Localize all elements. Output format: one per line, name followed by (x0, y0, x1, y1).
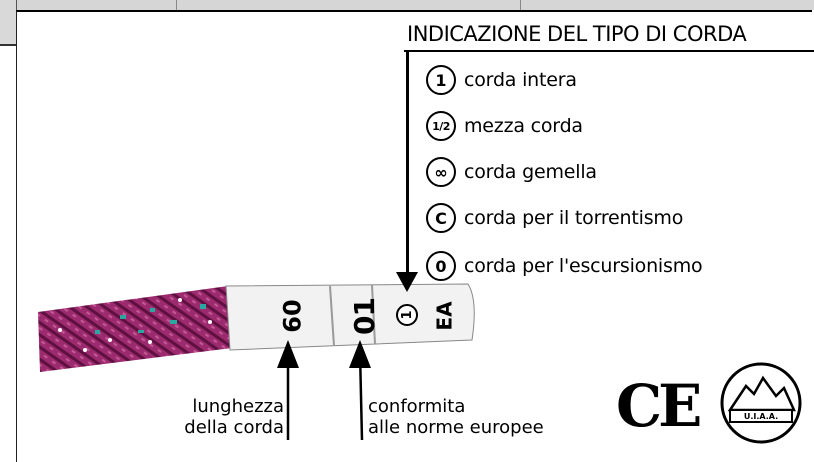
band-seam (329, 285, 335, 347)
symbol-c-badge: C (426, 203, 456, 233)
rope-flecks (95, 304, 206, 334)
uiaa-logo: U.I.A.A. (720, 362, 802, 444)
length-caption-line1: lunghezza (192, 396, 284, 417)
symbol-0-badge: 0 (426, 251, 456, 281)
rope-white-flecks (58, 298, 212, 352)
legend-item-torrentismo: C corda per il torrentismo (426, 200, 683, 236)
legend-item-label: corda intera (464, 69, 577, 91)
marking-band (225, 283, 475, 351)
length-caption-line2: della corda (184, 417, 284, 438)
norm-caption: conformita alle norme europee (368, 396, 544, 438)
legend-item-label: corda per il torrentismo (464, 207, 684, 229)
band-seam (371, 284, 376, 345)
legend-title-rule (404, 50, 814, 52)
legend-pointer-arrowhead (396, 272, 418, 292)
legend-item-label: corda gemella (464, 161, 597, 183)
norm-caption-line1: conformita (368, 396, 466, 417)
legend-pointer-line (406, 51, 409, 275)
length-arrowhead (277, 340, 299, 368)
top-grey-strip (0, 0, 814, 10)
mountain-icon (727, 375, 796, 412)
symbol-twin-badge: ∞ (426, 157, 456, 187)
legend-item-label: corda per l'escursionismo (464, 255, 703, 277)
uiaa-logo-text: U.I.A.A. (744, 412, 778, 421)
legend-item-corda-intera: 1 corda intera (426, 62, 577, 98)
legend-item-corda-gemella: ∞ corda gemella (426, 154, 597, 190)
diagram-frame (16, 10, 812, 462)
top-divider (176, 0, 177, 12)
symbol-1-badge: 1 (426, 65, 456, 95)
legend-title: INDICAZIONE DEL TIPO DI CORDA (407, 22, 747, 46)
symbol-half-badge: 1/2 (426, 111, 456, 141)
norm-caption-line2: alle norme europee (368, 417, 544, 438)
top-divider (520, 0, 521, 12)
ce-logo: CE (616, 372, 702, 440)
legend-item-mezza-corda: 1/2 mezza corda (426, 108, 583, 144)
length-caption: lunghezza della corda (166, 396, 284, 438)
legend-item-escursionismo: 0 corda per l'escursionismo (426, 248, 703, 284)
legend-item-label: mezza corda (464, 115, 583, 137)
norm-arrowhead (349, 340, 371, 368)
